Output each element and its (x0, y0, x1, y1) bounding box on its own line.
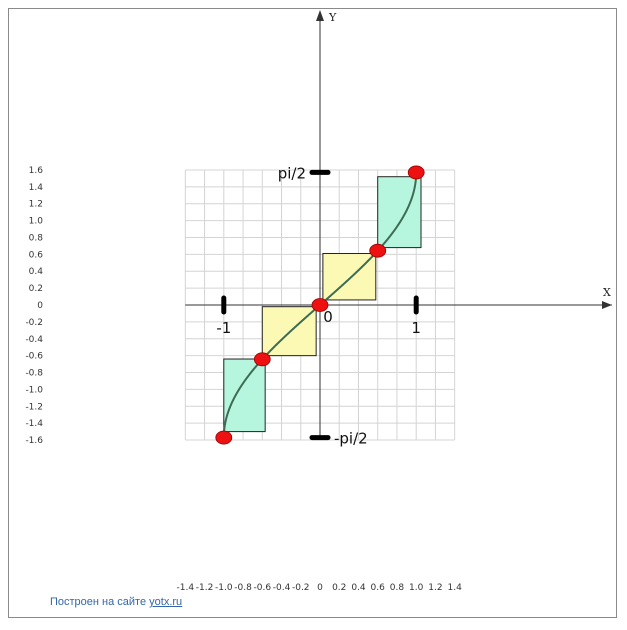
x-tick-label: -0.2 (292, 583, 310, 593)
y-tick-label: 1.6 (29, 166, 44, 176)
y-tick-label: -0.2 (25, 318, 43, 328)
annotation-label: 0 (323, 308, 333, 326)
x-tick-label: 1.2 (428, 583, 442, 593)
y-axis-arrow-icon (316, 10, 324, 21)
data-point (369, 243, 387, 258)
x-tick-label: -0.6 (253, 583, 271, 593)
x-tick-label: -1.0 (215, 583, 233, 593)
y-axis-label: Y (328, 11, 337, 24)
y-tick-label: 0.2 (29, 284, 43, 294)
rect-teal (223, 358, 266, 433)
data-point (253, 352, 271, 367)
credit-link[interactable]: yotx.ru (149, 596, 183, 608)
y-tick-label: -0.4 (25, 335, 43, 345)
y-tick-label: -1.6 (25, 436, 43, 446)
x-tick-label: 0.6 (371, 583, 386, 593)
x-axis-label: X (603, 286, 611, 299)
annotation-label: pi/2 (278, 164, 306, 182)
data-point (311, 298, 329, 312)
annotation-label: -1 (216, 319, 231, 337)
data-point (407, 165, 425, 180)
y-tick-label: -0.6 (25, 352, 43, 362)
data-point (215, 430, 233, 445)
x-tick-label: -1.2 (196, 583, 214, 593)
x-tick-label: 0 (317, 583, 323, 593)
x-tick-label: 1.4 (448, 583, 463, 593)
y-tick-label: 0 (37, 301, 43, 311)
x-tick-label: -0.8 (234, 583, 252, 593)
x-tick-label: 1.0 (409, 583, 424, 593)
x-tick-label: -1.4 (177, 583, 195, 593)
y-tick-label: -1.4 (25, 419, 43, 429)
annotation-label: -pi/2 (334, 430, 368, 448)
credit-text: Построен на сайте (50, 596, 147, 608)
y-tick-label: -1.0 (25, 385, 43, 395)
x-axis-arrow-icon (602, 301, 612, 309)
y-tick-label: -0.8 (25, 369, 43, 379)
y-tick-label: -1.2 (25, 402, 43, 412)
y-tick-label: 1.2 (29, 200, 43, 210)
x-tick-label: 0.2 (332, 583, 346, 593)
y-tick-label: 1.0 (29, 217, 44, 227)
annotation-label: 1 (411, 319, 421, 337)
x-tick-label: 0.8 (390, 583, 405, 593)
y-tick-label: 0.4 (29, 267, 44, 277)
y-tick-label: 0.6 (29, 250, 44, 260)
x-tick-label: 0.4 (351, 583, 366, 593)
y-tick-label: 0.8 (29, 233, 44, 243)
x-tick-label: -0.4 (273, 583, 291, 593)
y-tick-label: 1.4 (29, 183, 44, 193)
credit-line: Построен на сайте yotx.ru (50, 596, 182, 608)
